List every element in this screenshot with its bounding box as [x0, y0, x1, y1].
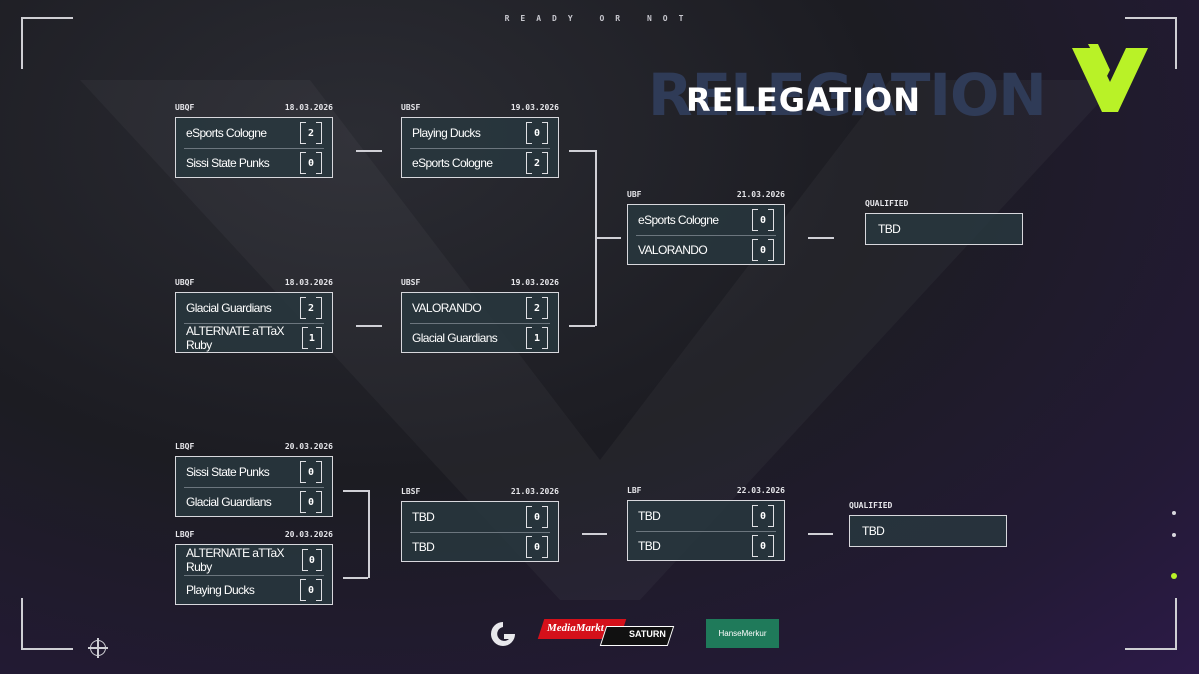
match-date: 20.03.2026: [284, 442, 333, 451]
title-shadow: RELEGATION: [648, 61, 1047, 129]
team-score: 1: [526, 327, 548, 349]
page-dot[interactable]: [1172, 511, 1176, 515]
team-score: 2: [526, 297, 548, 319]
team-score: 0: [752, 505, 774, 527]
page-title: RELEGATION: [686, 81, 922, 119]
team-score: 0: [301, 549, 323, 571]
match-card[interactable]: LBQF 20.03.2026 ALTERNATE aTTaX Ruby 0 Pla…: [175, 530, 333, 605]
frame-corner-bottom-left: [21, 598, 73, 650]
round-label: UBF: [627, 190, 642, 199]
hansemerkur-logo: HanseMerkur: [706, 619, 779, 648]
match-card[interactable]: UBSF 19.03.2026 Playing Ducks 0 eSports Co…: [401, 103, 559, 178]
team-name: Glacial Guardians: [412, 331, 498, 345]
round-label: UBQF: [175, 103, 195, 112]
team-name: Glacial Guardians: [186, 301, 272, 315]
qualified-label: QUALIFIED: [849, 501, 893, 510]
round-label: LBQF: [175, 442, 195, 451]
match-card[interactable]: UBQF 18.03.2026 Glacial Guardians 2 ALTERN…: [175, 278, 333, 353]
team-score: 1: [301, 327, 323, 349]
mediamarkt-text: MediaMarkt: [547, 622, 604, 634]
connector-line: [808, 533, 833, 535]
tagline: READY OR NOT: [504, 14, 695, 23]
connector-line: [356, 325, 382, 327]
match-date: 19.03.2026: [510, 103, 559, 112]
team-score: 2: [300, 122, 322, 144]
team-name: ALTERNATE aTTaX Ruby: [186, 546, 285, 574]
logitech-g-icon: [491, 622, 515, 646]
team-name: eSports Cologne: [186, 126, 267, 140]
team-name: ALTERNATE aTTaX Ruby: [186, 324, 285, 352]
team-score: 0: [752, 239, 774, 261]
team-score: 0: [526, 122, 548, 144]
team-score: 0: [752, 535, 774, 557]
match-date: 20.03.2026: [284, 530, 333, 539]
team-score: 0: [300, 152, 322, 174]
team-name: TBD: [638, 509, 661, 523]
team-score: 0: [300, 461, 322, 483]
qualified-team: TBD: [862, 524, 885, 538]
hansemerkur-text: HanseMerkur: [718, 629, 767, 638]
match-date: 22.03.2026: [736, 486, 785, 495]
round-label: UBSF: [401, 278, 421, 287]
match-date: 21.03.2026: [736, 190, 785, 199]
saturn-text: SATURN: [629, 629, 666, 639]
connector-line: [343, 577, 368, 579]
team-score: 0: [300, 579, 322, 601]
match-card[interactable]: LBSF 21.03.2026 TBD 0 TBD 0: [401, 487, 559, 562]
team-score: 0: [300, 491, 322, 513]
team-name: TBD: [412, 540, 435, 554]
team-name: Glacial Guardians: [186, 495, 272, 509]
match-card[interactable]: UBF 21.03.2026 eSports Cologne 0 VALORANDO…: [627, 190, 785, 265]
qualified-label: QUALIFIED: [865, 199, 909, 208]
team-score: 2: [526, 152, 548, 174]
frame-corner-top-right: [1125, 17, 1177, 69]
team-name: VALORANDO: [638, 243, 708, 257]
team-name: Sissi State Punks: [186, 465, 270, 479]
round-label: LBQF: [175, 530, 195, 539]
frame-corner-bottom-right: [1125, 598, 1177, 650]
match-card[interactable]: UBQF 18.03.2026 eSports Cologne 2 Sissi St…: [175, 103, 333, 178]
qualified-team: TBD: [878, 222, 901, 236]
connector-line: [595, 237, 621, 239]
connector-line: [569, 325, 595, 327]
match-card[interactable]: LBF 22.03.2026 TBD 0 TBD 0: [627, 486, 785, 561]
team-name: eSports Cologne: [638, 213, 719, 227]
match-date: 19.03.2026: [510, 278, 559, 287]
round-label: UBQF: [175, 278, 195, 287]
team-score: 0: [526, 506, 548, 528]
connector-line: [343, 490, 368, 492]
brand-v-logo: [1072, 44, 1148, 112]
match-date: 18.03.2026: [284, 103, 333, 112]
qualified-card[interactable]: QUALIFIED TBD: [849, 501, 1007, 547]
crosshair-icon: [88, 638, 108, 658]
connector-line: [582, 533, 607, 535]
connector-line: [368, 490, 370, 578]
team-name: TBD: [638, 539, 661, 553]
connector-line: [569, 150, 595, 152]
team-name: Sissi State Punks: [186, 156, 270, 170]
match-card[interactable]: LBQF 20.03.2026 Sissi State Punks 0 Glacia…: [175, 442, 333, 517]
team-name: Playing Ducks: [412, 126, 481, 140]
team-score: 0: [526, 536, 548, 558]
team-score: 0: [752, 209, 774, 231]
team-name: eSports Cologne: [412, 156, 493, 170]
connector-line: [356, 150, 382, 152]
page-dot[interactable]: [1172, 533, 1176, 537]
frame-corner-top-left: [21, 17, 73, 69]
match-date: 18.03.2026: [284, 278, 333, 287]
round-label: UBSF: [401, 103, 421, 112]
connector-line: [808, 237, 834, 239]
match-date: 21.03.2026: [510, 487, 559, 496]
round-label: LBF: [627, 486, 642, 495]
round-label: LBSF: [401, 487, 421, 496]
team-name: Playing Ducks: [186, 583, 255, 597]
team-score: 2: [300, 297, 322, 319]
mediamarkt-saturn-logo: MediaMarkt SATURN: [537, 619, 675, 647]
match-card[interactable]: UBSF 19.03.2026 VALORANDO 2 Glacial Guardi…: [401, 278, 559, 353]
team-name: TBD: [412, 510, 435, 524]
team-name: VALORANDO: [412, 301, 482, 315]
page-dot-active[interactable]: [1171, 573, 1177, 579]
qualified-card[interactable]: QUALIFIED TBD: [865, 199, 1023, 245]
